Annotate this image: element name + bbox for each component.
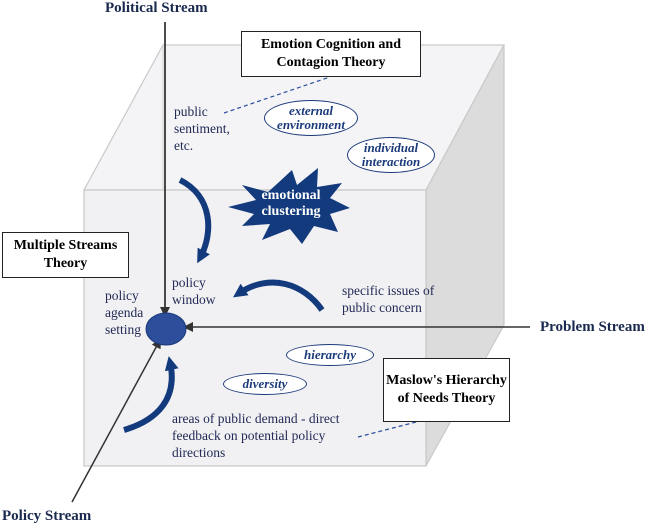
emotional-clustering-label: emotional clustering [261, 188, 321, 219]
policy-agenda-label: policy agenda setting [105, 288, 144, 337]
policy-axis [71, 338, 161, 503]
specific-issues-label: specific issues of public concern [342, 283, 435, 315]
policy-stream-title: Policy Stream [2, 508, 92, 524]
maslow-connector [357, 420, 421, 438]
policy-window-label: policy window [172, 275, 216, 307]
public-demand-label: areas of public demand - direct feedback… [172, 411, 340, 460]
public-sentiment-label: public sentiment, etc. [174, 104, 230, 153]
individual-interaction-oval: individual interaction [347, 137, 435, 173]
problem-stream-title: Problem Stream [540, 319, 645, 335]
emotion-connector [223, 76, 331, 114]
external-environment-oval: external environment [264, 100, 358, 136]
diversity-oval: diversity [223, 373, 307, 395]
emotion-theory-box: Emotion Cognition and Contagion Theory [241, 31, 421, 77]
maslow-theory-box: Maslow's Hierarchy of Needs Theory [383, 358, 510, 422]
political-stream-title: Political Stream [105, 0, 208, 16]
arrow-sentiment-to-window [178, 177, 212, 264]
policy-agenda-node [145, 312, 187, 346]
multiple-streams-theory-box: Multiple Streams Theory [2, 232, 129, 278]
emotional-clustering-burst [228, 168, 350, 244]
arrow-demand-to-agenda [123, 356, 179, 433]
arrow-issues-to-window [233, 279, 325, 312]
hierarchy-oval: hierarchy [286, 344, 374, 366]
